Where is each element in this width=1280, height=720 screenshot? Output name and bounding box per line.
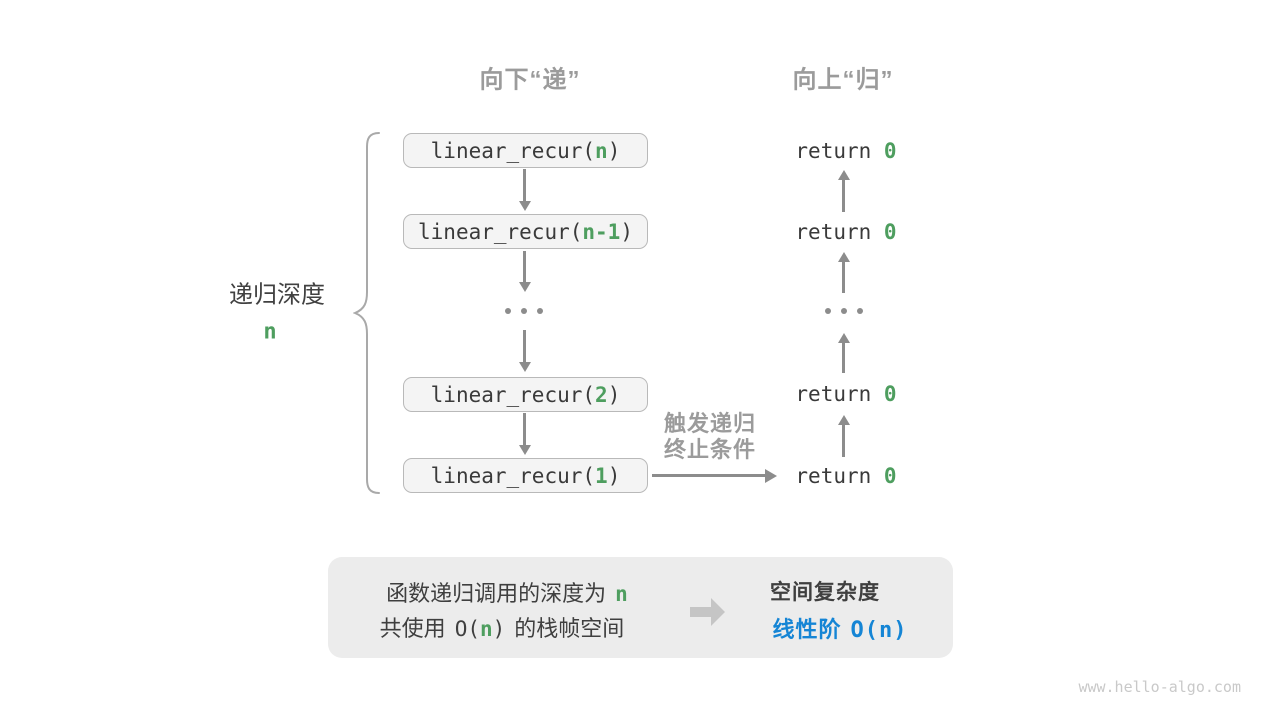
call-prefix: linear_recur( bbox=[430, 463, 596, 488]
header-return-up: 向上“归” bbox=[792, 66, 894, 94]
return-keyword: return bbox=[795, 139, 884, 163]
big-o-n: n bbox=[479, 617, 493, 641]
return-statement: return 0 bbox=[795, 382, 896, 406]
return-value: 0 bbox=[883, 464, 897, 488]
call-arg: 2 bbox=[595, 382, 608, 407]
ellipsis-icon bbox=[505, 308, 543, 314]
call-arg: n bbox=[595, 138, 608, 163]
call-prefix: linear_recur( bbox=[430, 382, 596, 407]
call-prefix: linear_recur( bbox=[430, 138, 596, 163]
big-o-open: O( bbox=[454, 617, 480, 641]
return-keyword: return bbox=[795, 382, 884, 406]
watermark: www.hello-algo.com bbox=[1078, 678, 1241, 696]
summary-line1: 函数递归调用的深度为 n bbox=[386, 576, 628, 608]
summary-line2-pre: 共使用 bbox=[379, 616, 446, 641]
call-arg: n-1 bbox=[582, 219, 621, 244]
call-box-n-1: linear_recur(n-1) bbox=[403, 214, 648, 249]
call-suffix: ) bbox=[607, 382, 621, 407]
return-statement: return 0 bbox=[795, 220, 896, 244]
ellipsis-icon bbox=[825, 308, 863, 314]
summary-panel bbox=[328, 557, 953, 658]
depth-label: 递归深度 bbox=[229, 281, 325, 309]
implies-arrow-icon bbox=[690, 607, 711, 617]
summary-line2-post: 的栈帧空间 bbox=[514, 616, 625, 641]
up-arrow-icon bbox=[842, 262, 845, 293]
complexity-big-o: O(n) bbox=[850, 618, 908, 643]
return-keyword: return bbox=[795, 220, 884, 244]
return-keyword: return bbox=[795, 464, 884, 488]
call-suffix: ) bbox=[607, 463, 621, 488]
space-complexity-title: 空间复杂度 bbox=[770, 581, 880, 604]
return-statement: return 0 bbox=[795, 464, 896, 488]
up-arrow-icon bbox=[842, 343, 845, 373]
summary-line1-text: 函数递归调用的深度为 bbox=[386, 581, 607, 606]
header-recurse-down: 向下“递” bbox=[479, 66, 581, 94]
return-statement: return 0 bbox=[795, 139, 896, 163]
down-arrow-icon bbox=[523, 169, 526, 201]
trigger-label-line2: 终止条件 bbox=[663, 437, 757, 462]
big-o-close: ) bbox=[492, 617, 506, 641]
brace-icon bbox=[353, 132, 380, 494]
up-arrow-icon bbox=[842, 425, 845, 457]
call-arg: 1 bbox=[595, 463, 608, 488]
down-arrow-icon bbox=[523, 330, 526, 362]
call-suffix: ) bbox=[607, 138, 621, 163]
return-value: 0 bbox=[883, 220, 897, 244]
call-box-n: linear_recur(n) bbox=[403, 133, 648, 168]
summary-line1-value: n bbox=[615, 582, 628, 606]
call-box-1: linear_recur(1) bbox=[403, 458, 648, 493]
space-complexity-value: 线性阶 O(n) bbox=[773, 612, 908, 644]
return-value: 0 bbox=[883, 139, 897, 163]
complexity-order-label: 线性阶 bbox=[772, 617, 842, 642]
down-arrow-icon bbox=[523, 413, 526, 445]
summary-line2: 共使用 O(n) 的栈帧空间 bbox=[380, 611, 625, 643]
depth-value: n bbox=[263, 319, 277, 345]
down-arrow-icon bbox=[523, 251, 526, 282]
trigger-label-line1: 触发递归 bbox=[663, 411, 757, 436]
up-arrow-icon bbox=[842, 180, 845, 212]
call-suffix: ) bbox=[620, 219, 633, 244]
call-box-2: linear_recur(2) bbox=[403, 377, 648, 412]
implies-arrow-head-icon bbox=[711, 598, 725, 626]
terminate-arrow-icon bbox=[652, 474, 765, 477]
call-prefix: linear_recur( bbox=[418, 219, 583, 244]
return-value: 0 bbox=[883, 382, 897, 406]
